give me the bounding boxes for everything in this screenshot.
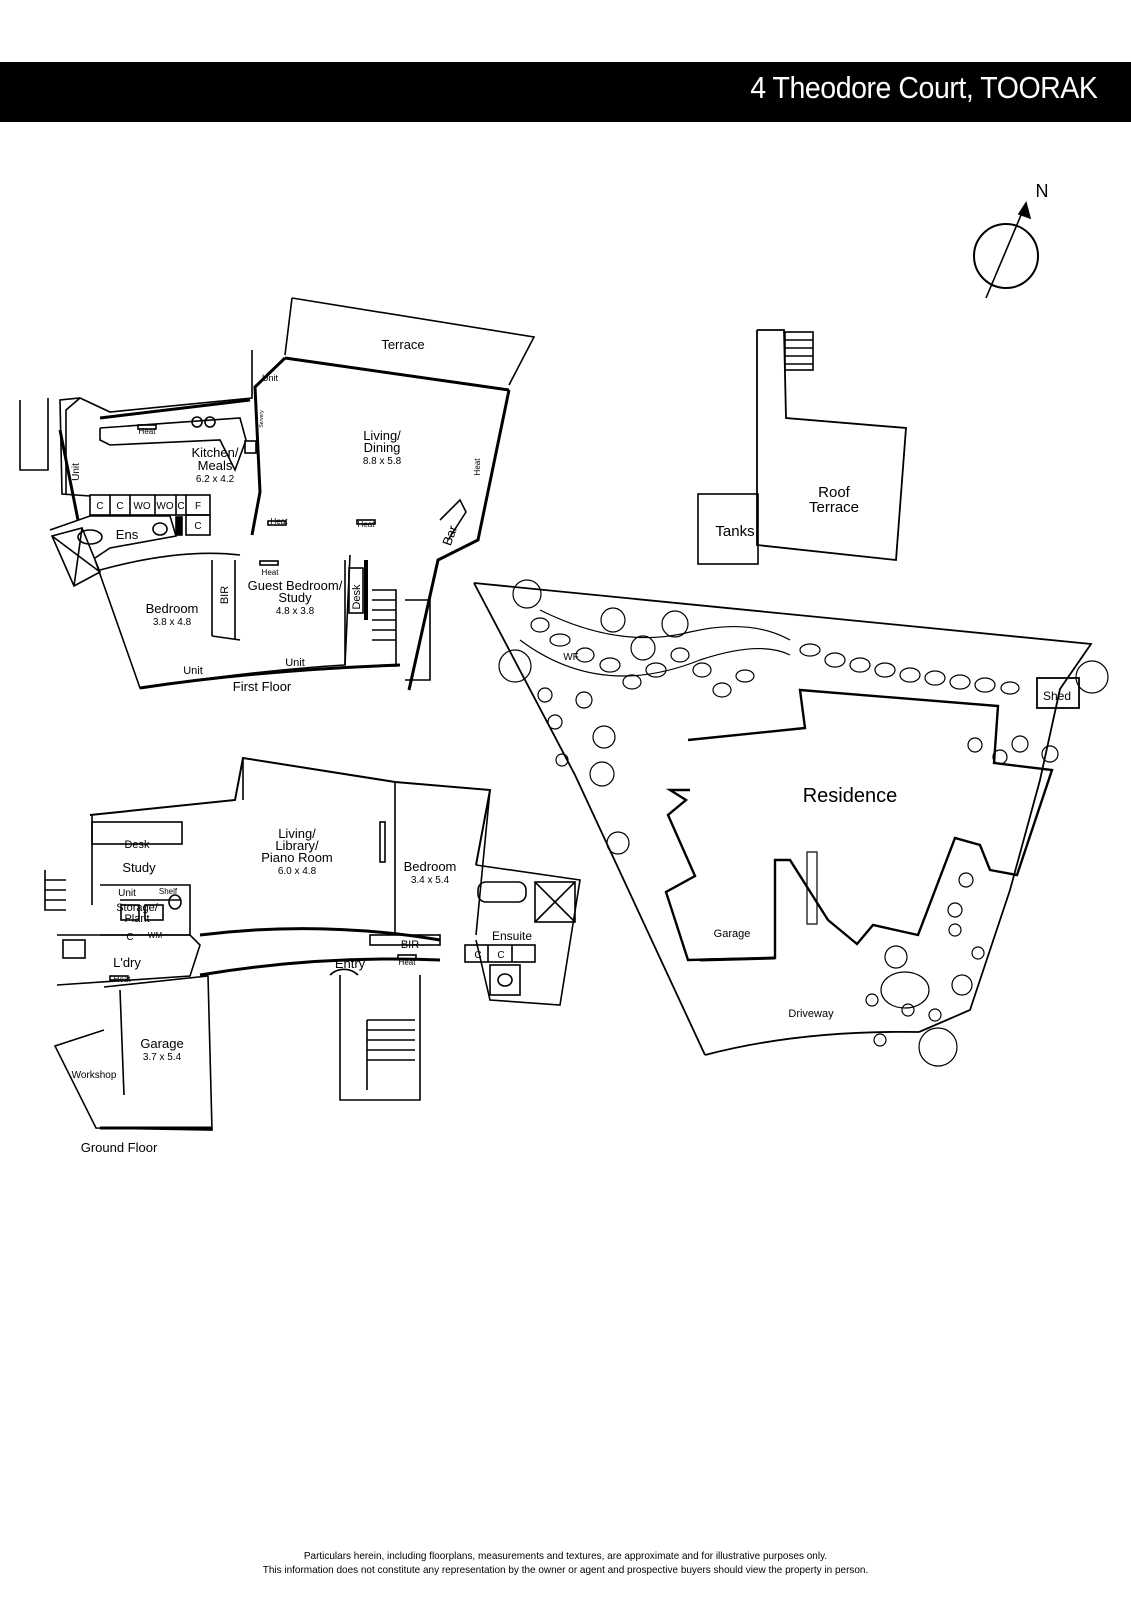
ground-heat-label: Heat (399, 958, 417, 967)
title-bar: 4 Theodore Court, TOORAK (0, 62, 1131, 122)
desk-label: Desk (351, 584, 363, 610)
shelf-label: Shelf (159, 887, 178, 896)
study-label: Study (122, 860, 156, 875)
ground-garage-label: Garage (140, 1036, 183, 1051)
heat-label-3: Heat (262, 568, 280, 577)
kitchen-label-2: Meals (198, 458, 233, 473)
living-library-label-2: Library/ (275, 838, 319, 853)
ground-bedroom-dims: 3.4 x 5.4 (411, 875, 450, 886)
roof-terrace-label-2: Terrace (809, 499, 859, 516)
driveway-label: Driveway (788, 1008, 834, 1020)
property-address: 4 Theodore Court, TOORAK (749, 70, 1098, 105)
cupboard-1: C (96, 501, 103, 512)
living-dining-label: Living/ (363, 428, 401, 443)
unit-label-2: Unit (285, 657, 305, 669)
first-bedroom-dims: 3.8 x 4.8 (153, 617, 192, 628)
cupboard-4: WO (156, 501, 173, 512)
first-floor-caption: First Floor (233, 679, 292, 694)
guest-bedroom-label-2: Study (278, 590, 312, 605)
wm-label: WM (148, 931, 163, 940)
cupboard-2: C (116, 501, 123, 512)
heat-label-5: Heat (473, 458, 482, 476)
guest-bedroom-dims: 4.8 x 3.8 (276, 606, 315, 617)
storage-label: Storage/ (116, 902, 159, 914)
disclaimer-line-2: This information does not constitute any… (262, 1564, 869, 1576)
cupboard-7: C (194, 521, 201, 532)
living-dining-label-2: Dining (364, 440, 401, 455)
roof-terrace-label: Roof (818, 484, 851, 501)
laundry-heat-label: Heat (114, 975, 132, 984)
guest-bedroom-label: Guest Bedroom/ (248, 578, 343, 593)
entry-label: Entry (335, 956, 366, 971)
heat-label-4: Heat (358, 520, 376, 529)
ground-bedroom-label: Bedroom (404, 859, 457, 874)
kitchen-label: Kitchen/ (192, 445, 239, 460)
ensuite-cupboard-2: C (497, 950, 504, 961)
residence-label: Residence (803, 785, 898, 807)
storage-label-2: Plant (124, 913, 149, 925)
ground-floor-plan (44, 756, 581, 1131)
unit-label-3: Unit (262, 373, 279, 383)
cupboard-6: F (195, 501, 201, 512)
living-dining-dims: 8.8 x 5.8 (363, 456, 402, 467)
compass-north-label: N (1036, 181, 1049, 201)
ensuite-ground-label: Ensuite (492, 929, 532, 943)
kitchen-dims: 6.2 x 4.2 (196, 474, 235, 485)
heat-label-1: Heat (139, 427, 157, 436)
first-floor-plan (19, 297, 536, 691)
unit-label-4: Unit (71, 463, 82, 481)
first-bedroom-label: Bedroom (146, 601, 199, 616)
ground-unit-label: Unit (118, 888, 136, 899)
laundry-cupboard: C (126, 932, 133, 943)
living-library-label: Living/ (278, 826, 316, 841)
workshop-label: Workshop (72, 1070, 117, 1081)
bar-label: Bar (439, 523, 460, 548)
ensuite-label: Ens (116, 527, 139, 542)
heat-label-2: Heat (271, 517, 289, 526)
first-bir-label: BIR (219, 586, 231, 604)
north-compass-icon (973, 201, 1039, 299)
terrace-label: Terrace (381, 337, 424, 352)
ground-floor-caption: Ground Floor (81, 1140, 158, 1155)
tanks-label: Tanks (715, 523, 754, 540)
ground-garage-dims: 3.7 x 5.4 (143, 1052, 182, 1063)
wf-label: WF (563, 652, 579, 663)
shed-label: Shed (1043, 689, 1071, 703)
laundry-label: L'dry (113, 955, 141, 970)
servery-label: Servery (259, 410, 265, 428)
living-library-label-3: Piano Room (261, 850, 333, 865)
ground-bir-label: BIR (401, 939, 419, 951)
garden-trees (498, 579, 1109, 1067)
unit-label-1: Unit (183, 665, 203, 677)
cupboard-3: WO (133, 501, 150, 512)
site-garage-label: Garage (714, 928, 751, 940)
ground-desk-label: Desk (124, 839, 150, 851)
disclaimer-line-1: Particulars herein, including floorplans… (303, 1550, 828, 1562)
site-plan (473, 329, 1093, 1056)
ensuite-cupboard-1: C (474, 950, 481, 961)
living-library-dims: 6.0 x 4.8 (278, 866, 317, 877)
cupboard-5: C (177, 501, 184, 512)
